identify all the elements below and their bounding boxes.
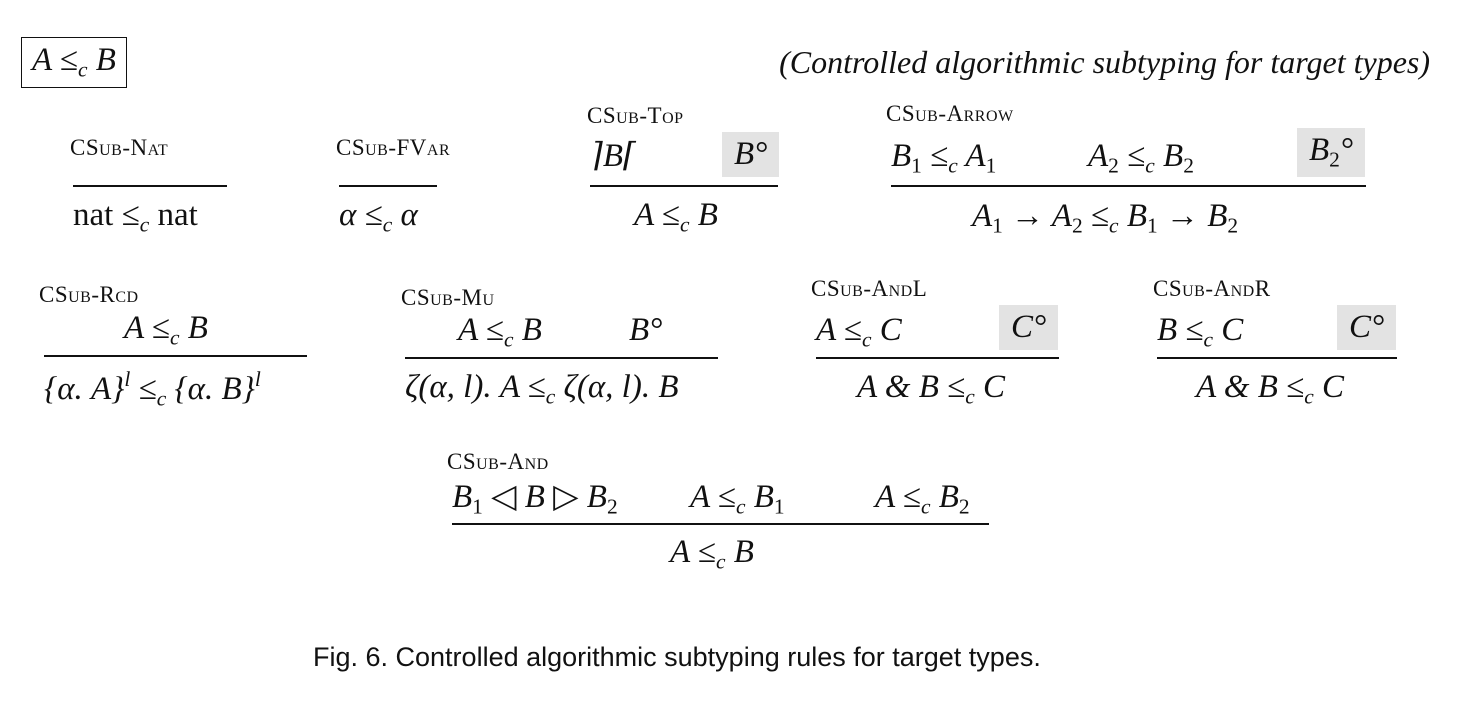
rule-bar-csub-andr — [1157, 357, 1397, 359]
rule-bar-csub-and — [452, 523, 989, 525]
rule-name-csub-fvar: CSub-FVar — [336, 135, 451, 160]
rule-name-csub-andl: CSub-AndL — [811, 276, 928, 301]
rule-conclusion-csub-mu: ζ(α, l). A ≤c ζ(α, l). B — [405, 369, 679, 409]
rule-premise-csub-andr-1: B ≤c C — [1157, 312, 1244, 352]
rule-bar-csub-mu — [405, 357, 718, 359]
rule-premise-csub-and-3: A ≤c B2 — [875, 479, 970, 519]
rule-conclusion-csub-fvar: α ≤c α — [339, 197, 418, 237]
rule-conclusion-csub-andr: A & B ≤c C — [1196, 369, 1345, 409]
rule-bar-csub-rcd — [44, 355, 307, 357]
judgement-box: A ≤c B — [21, 37, 127, 88]
rule-bar-csub-arrow — [891, 185, 1366, 187]
rule-premise-csub-andr-2: C° — [1337, 305, 1397, 350]
rule-premise-csub-andl-1: A ≤c C — [816, 312, 902, 352]
rule-premise-csub-arrow-2: A2 ≤c B2 — [1088, 138, 1194, 178]
rule-bar-csub-nat — [73, 185, 227, 187]
figure-caption: Fig. 6. Controlled algorithmic subtyping… — [313, 642, 1041, 672]
rule-premise-csub-and-1: B1 ◁ B ▷ B2 — [452, 479, 618, 519]
rule-premise-csub-andl-2: C° — [999, 305, 1059, 350]
rule-name-csub-rcd: CSub-Rcd — [39, 282, 139, 307]
rule-conclusion-csub-arrow: A1 → A2 ≤c B1 → B2 — [972, 198, 1239, 238]
rule-premise-csub-arrow-1: B1 ≤c A1 — [891, 138, 997, 178]
rule-premise-csub-top-1: ⌉B⌈ — [590, 138, 636, 174]
rule-premise-csub-mu-2: B° — [629, 312, 663, 348]
rule-conclusion-csub-andl: A & B ≤c C — [857, 369, 1006, 409]
rule-premise-csub-arrow-3: B2° — [1297, 128, 1366, 177]
rule-conclusion-csub-rcd: {α. A}l ≤c {α. B}l — [44, 367, 261, 411]
rule-bar-csub-top — [590, 185, 778, 187]
rule-premise-csub-rcd-1: A ≤c B — [124, 310, 208, 350]
rule-name-csub-and: CSub-And — [447, 449, 549, 474]
rule-conclusion-csub-nat: nat ≤c nat — [73, 197, 198, 237]
rule-premise-csub-top-2: B° — [722, 132, 780, 177]
rule-bar-csub-fvar — [339, 185, 437, 187]
judgement-title: (Controlled algorithmic subtyping for ta… — [779, 44, 1430, 80]
rule-conclusion-csub-top: A ≤c B — [634, 197, 718, 237]
rule-conclusion-csub-and: A ≤c B — [670, 534, 754, 574]
rule-name-csub-top: CSub-Top — [587, 103, 684, 128]
rule-bar-csub-andl — [816, 357, 1059, 359]
rule-name-csub-andr: CSub-AndR — [1153, 276, 1271, 301]
rule-premise-csub-and-2: A ≤c B1 — [690, 479, 785, 519]
rule-premise-csub-mu-1: A ≤c B — [458, 312, 542, 352]
rule-name-csub-mu: CSub-Mu — [401, 285, 495, 310]
rule-name-csub-nat: CSub-Nat — [70, 135, 169, 160]
rule-name-csub-arrow: CSub-Arrow — [886, 101, 1014, 126]
